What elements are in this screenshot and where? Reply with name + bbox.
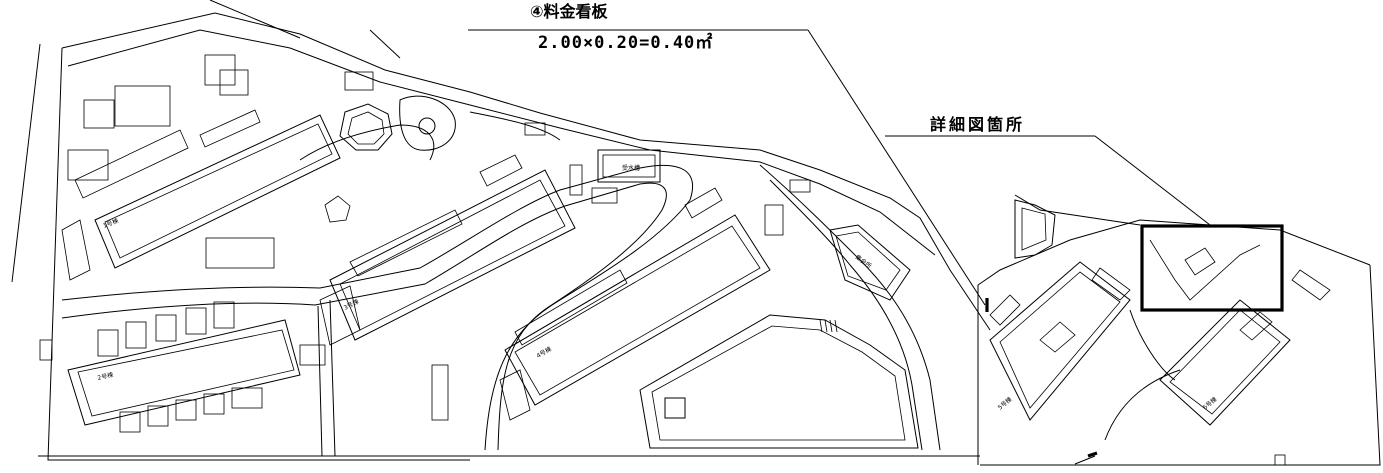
- building-5-label: 5号棟: [996, 395, 1013, 411]
- assembly-hall: [829, 224, 911, 301]
- park-plaza: [431, 314, 919, 449]
- sign-title-label: ④料金看板: [530, 2, 609, 21]
- internal-roads: [61, 111, 941, 457]
- site-boundary: [11, 0, 991, 461]
- building-2-label: 2号棟: [97, 371, 114, 382]
- sign-formula-label: 2.00×0.20=0.40㎡: [538, 32, 713, 53]
- leader-lines: [468, 29, 1211, 306]
- detail-location-label: 詳細図箇所: [930, 115, 1025, 134]
- detail-highlight-box: [1140, 224, 1284, 312]
- building-6-label: 6号棟: [1201, 395, 1218, 411]
- building-4: [499, 179, 811, 421]
- building-1: [61, 54, 341, 281]
- water-tank-label: 受水槽: [622, 164, 640, 172]
- right-site: [977, 194, 1381, 466]
- assembly-hall-label: 集会所: [854, 253, 873, 270]
- pavilion: [324, 71, 456, 223]
- building-4-label: 4号棟: [535, 345, 553, 360]
- building-1-label: 1号棟: [102, 217, 120, 230]
- detail-box-contents: [1149, 239, 1261, 301]
- building-2: [39, 301, 326, 433]
- water-tank: [591, 149, 661, 204]
- building-3: [319, 122, 583, 346]
